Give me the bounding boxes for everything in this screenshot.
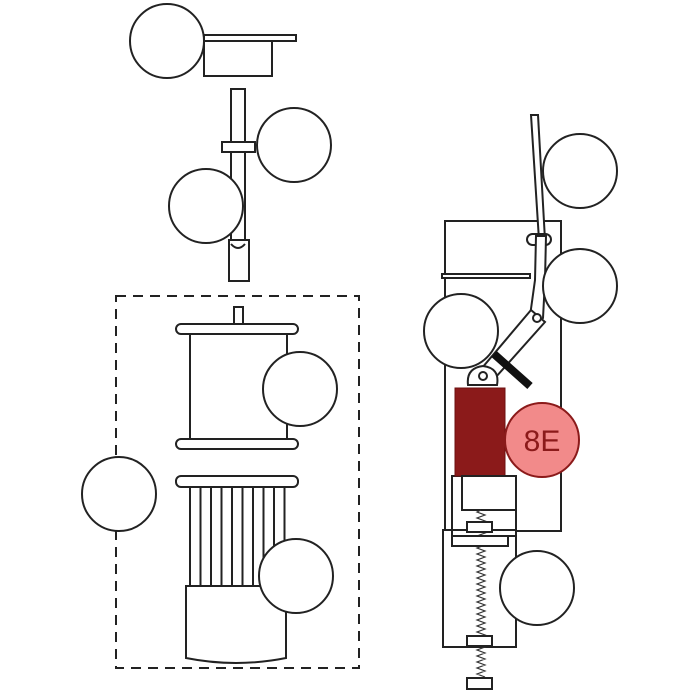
callout-circle [81,456,157,532]
rod-clamp [221,141,256,153]
rod-sleeve [228,239,250,282]
motor-bottom-flange [175,438,299,450]
housing-base [185,585,287,664]
callout-circle [168,168,244,244]
screw-block [466,677,493,690]
callout-circle [423,293,499,369]
motor-assembly [175,306,338,664]
callout-8e: 8E [504,402,580,478]
callout-circle [258,538,334,614]
cap-plate [203,34,297,42]
switch-base [461,475,517,511]
pivot-pin [532,313,542,323]
callout-circle [542,133,618,209]
motor-shaft [233,306,244,326]
callout-circle [542,248,618,324]
highlighted-switch-part [454,387,506,477]
callout-label: 8E [524,425,561,458]
cap-body [203,40,273,77]
housing-flange [175,475,299,488]
callout-circle [499,550,575,626]
screw-block [466,635,493,647]
callout-circle [256,107,332,183]
callout-circle-highlight [504,402,580,478]
motor-top-flange [175,323,299,335]
black-stop-bar [491,351,533,389]
bracket [451,535,509,547]
panel-bar [441,273,531,279]
right-assembly: 8E [423,114,618,690]
lug-hole [478,371,488,381]
sleeve-curve [230,243,246,249]
callout-circle [129,3,205,79]
callout-circle [262,351,338,427]
screw-block [466,521,493,533]
top-cap-assembly [129,3,297,79]
rod-assembly [168,88,332,282]
